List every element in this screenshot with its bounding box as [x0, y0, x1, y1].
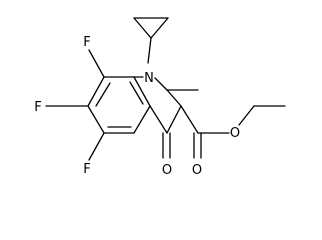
bond-oxygen-ch2: [238, 105, 255, 126]
atom-label-nitrogen: N: [144, 71, 154, 86]
bond-c8-c7-inner: [95, 82, 111, 107]
cyclopropyl-ring: [133, 17, 169, 39]
bond-c2-c3-upper: [166, 89, 182, 107]
bond-c3-c4: [166, 105, 182, 134]
chemical-structure-diagram: F F F N O O O: [34, 17, 286, 178]
atom-label-f6: F: [83, 162, 90, 177]
bond-nitrogen-c2: [154, 77, 168, 91]
bond-cyclopropyl-nitrogen: [147, 37, 152, 64]
bond-c5-c4a: [133, 105, 151, 134]
bond-c4-c4a: [149, 105, 168, 134]
bond-c7-c6: [87, 105, 105, 134]
benzene-ring: [87, 76, 151, 134]
bond-c6-fluorine: [88, 132, 105, 161]
bond-c8-c7: [87, 76, 105, 107]
bond-cyclopropyl-right: [150, 17, 169, 39]
bond-c4a-c8a-inner: [129, 81, 144, 105]
atom-label-ester-carbonyl-oxygen: O: [192, 163, 202, 178]
dihydropyridinone-ring: [133, 76, 182, 134]
atom-label-f8: F: [83, 35, 90, 50]
bond-c8-fluorine: [88, 49, 105, 78]
structure-canvas: F F F N O O O: [34, 17, 286, 178]
atom-label-ester-ether-oxygen: O: [230, 126, 240, 141]
atom-label-f7: F: [34, 100, 41, 115]
atom-label-ketone-oxygen: O: [162, 163, 172, 178]
bond-c4a-c8a: [133, 76, 151, 107]
bond-cyclopropyl-left: [133, 17, 152, 39]
bond-c3-ester-carbon: [180, 105, 199, 134]
